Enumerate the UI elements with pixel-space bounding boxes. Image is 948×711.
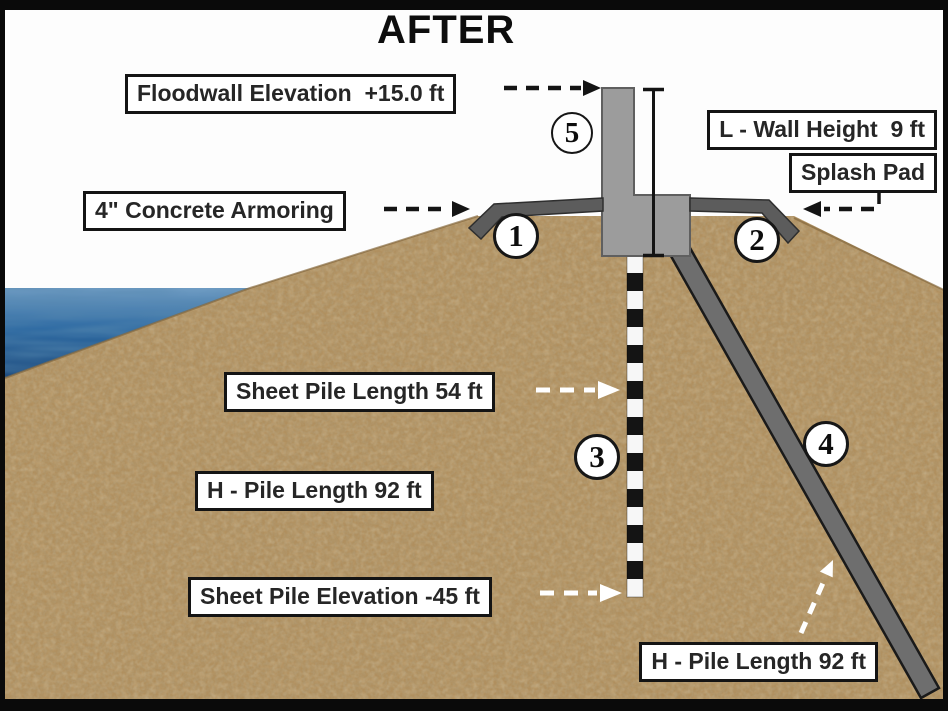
diagram-title: AFTER <box>377 8 516 52</box>
battered-pile-arrow <box>798 560 833 635</box>
concrete-armoring-right <box>689 197 801 245</box>
marker-2: 2 <box>734 217 780 263</box>
sheet-pile-length-arrow <box>536 381 620 399</box>
marker-5: 5 <box>551 112 593 154</box>
label-floodwall-elevation: Floodwall Elevation +15.0 ft <box>125 74 457 115</box>
label-h-pile-length: H - Pile Length 92 ft <box>195 471 434 512</box>
shoreline-edge <box>4 215 479 379</box>
label-concrete-armoring: 4" Concrete Armoring <box>83 191 346 232</box>
sheet-pile-elevation-arrow <box>540 584 622 602</box>
label-sheet-pile-length: Sheet Pile Length 54 ft <box>224 372 495 413</box>
label-sheet-pile-elevation: Sheet Pile Elevation -45 ft <box>188 577 492 618</box>
right-slope-edge <box>793 217 948 293</box>
label-splash-pad: Splash Pad <box>789 153 937 194</box>
sheet-pile <box>626 236 644 598</box>
concrete-armoring-arrow <box>384 201 470 217</box>
label-h-pile-length-battered: H - Pile Length 92 ft <box>639 642 878 683</box>
concrete-armoring-left <box>467 197 604 241</box>
wall-height-measure-line <box>643 87 664 258</box>
marker-1: 1 <box>493 213 539 259</box>
marker-3: 3 <box>574 434 620 480</box>
label-wall-height: L - Wall Height 9 ft <box>707 110 937 151</box>
floodwall-elevation-arrow <box>504 80 601 96</box>
marker-4: 4 <box>803 421 849 467</box>
floodwall-monolith <box>601 87 691 257</box>
